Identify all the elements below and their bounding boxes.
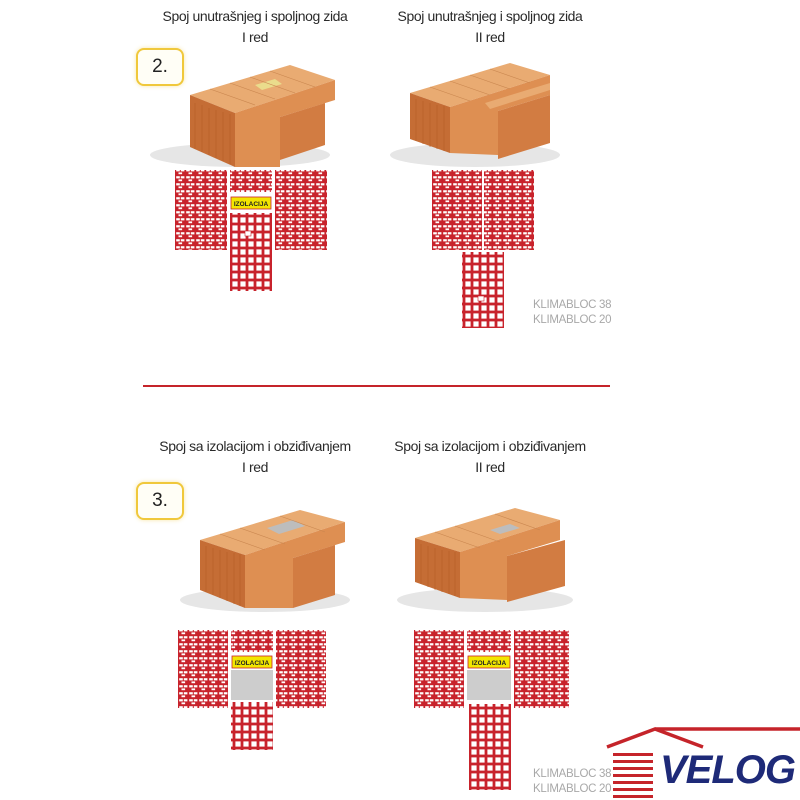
section3-right-plan: IZOLACIJA [414,630,569,790]
section3-left-insulation-label: IZOLACIJA [235,660,270,667]
section3-right-title: Spoj sa izolacijom i obziđivanjem [394,438,586,454]
section2-left-block-illustration [150,65,335,167]
section2-right-heading: Spoj unutrašnjeg i spoljnog zida II red [385,6,595,48]
step-badge-3: 3. [136,482,184,520]
section3-product-2: KLIMABLOC 20 [533,783,612,795]
section3-left-row: I red [241,459,268,475]
house-stripes-icon [613,753,653,798]
section2-left-title: Spoj unutrašnjeg i spoljnog zida [162,8,348,24]
step-badge-2: 2. [136,48,184,86]
velog-logo [606,727,800,798]
section2-right-row: II red [475,29,505,45]
section3-right-insulation-label: IZOLACIJA [472,660,507,667]
section-divider [143,385,610,387]
section3-right-row: II red [475,459,505,475]
section3-right-heading: Spoj sa izolacijom i obziđivanjem II red [385,436,595,478]
section3-product-labels: KLIMABLOC 38 KLIMABLOC 20 [533,767,612,797]
section2-left-row: I red [241,29,268,45]
section3-left-heading: Spoj sa izolacijom i obziđivanjem I red [150,436,360,478]
section2-right-title: Spoj unutrašnjeg i spoljnog zida [397,8,583,24]
section2-product-1: KLIMABLOC 38 [533,299,612,311]
section2-right-block-illustration [390,63,560,167]
section3-left-plan: IZOLACIJA [178,630,326,750]
section2-left-heading: Spoj unutrašnjeg i spoljnog zida I red [150,6,360,48]
section2-right-plan [432,170,534,328]
section2-product-2: KLIMABLOC 20 [533,314,612,326]
section3-left-block-illustration [180,510,350,612]
section2-product-labels: KLIMABLOC 38 KLIMABLOC 20 [533,298,612,328]
section3-left-title: Spoj sa izolacijom i obziđivanjem [159,438,351,454]
section2-left-plan: IZOLACIJA [175,170,327,291]
section3-right-block-illustration [397,508,573,612]
section2-left-insulation-label: IZOLACIJA [234,201,269,208]
velog-logo-text: VELOG [660,748,796,792]
section3-product-1: KLIMABLOC 38 [533,768,612,780]
